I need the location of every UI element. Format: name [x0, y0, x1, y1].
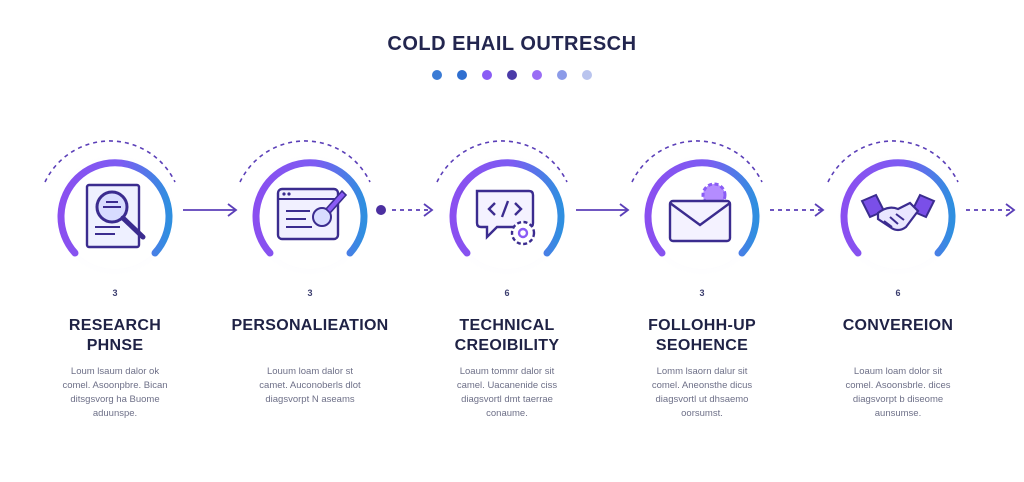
- step-description: Lomm lsaorn dalur sit comel. Aneonsthe d…: [651, 366, 753, 419]
- step-description: Loum lsaum dalor ok comel. Asoonpbre. Bi…: [62, 366, 168, 419]
- step-description: Loaum tommr dalor sit camel. Uacanenide …: [456, 366, 558, 419]
- document-magnifier-icon: [65, 167, 165, 267]
- step-description: Loaum loam dolor sit comel. Asoonsbrle. …: [845, 366, 951, 419]
- dot: [557, 70, 567, 80]
- step-label: TECHNICAL CREOIBILITY: [454, 317, 560, 354]
- step-label: FOLLOHH-UP SEOHENCE: [648, 317, 756, 354]
- step-label: PERSONALIEATION: [231, 317, 389, 334]
- code-chat-gear-icon: [457, 167, 557, 267]
- step-number: 3: [307, 288, 313, 298]
- step-number: 3: [112, 288, 118, 298]
- step-number: 6: [504, 288, 510, 298]
- dot: [532, 70, 542, 80]
- browser-pen-icon: [260, 167, 360, 267]
- handshake-icon: [848, 167, 948, 267]
- step-label: RESEARCH PHNSE: [68, 317, 162, 354]
- dot: [482, 70, 492, 80]
- page-title: COLD EHAIL OUTRESCH: [387, 33, 637, 55]
- step-number: 6: [895, 288, 901, 298]
- step-label: CONVEREION: [842, 317, 954, 334]
- dot: [457, 70, 467, 80]
- envelope-gear-icon: [652, 167, 752, 267]
- dot: [507, 70, 517, 80]
- progress-dots: [0, 70, 1024, 80]
- step-description: Louum loam dalor st camet. Auconoberls d…: [259, 366, 361, 405]
- step-number: 3: [699, 288, 705, 298]
- dot: [582, 70, 592, 80]
- dot: [432, 70, 442, 80]
- process-flow: 3 RESEARCH PHNSE Loum lsaum dalor ok com…: [0, 130, 1024, 470]
